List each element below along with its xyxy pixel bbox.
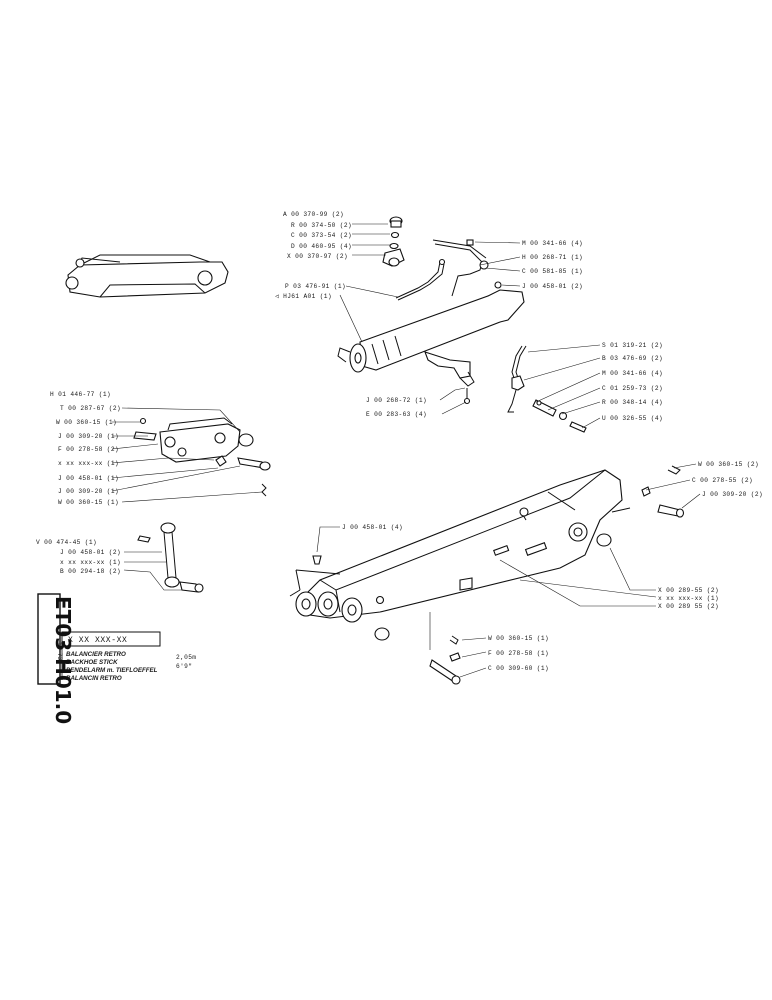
label-j-00-458-01-lever: J 00 458-01 (1): [58, 475, 119, 482]
rod-part-labels: V 00 474-45 (1) J 00 458-01 (2) x xx xxx…: [36, 539, 121, 575]
page-ref-code: ET03 H01.0: [51, 596, 75, 724]
label-a-00-370-99: A 00 370-99 (2): [283, 211, 344, 218]
label-hj61-a01: ◁ HJ61 A01 (1): [275, 293, 332, 300]
label-m-00-341-66-link: M 00 341-66 (4): [602, 370, 663, 377]
title-line-de: PENDELARM m. TIEFLOEFFEL: [66, 667, 158, 674]
label-j-00-309-20-lever: J 00 309-20 (1): [58, 488, 119, 495]
label-h-00-268-71: H 00 268-71 (1): [522, 254, 583, 261]
backhoe-stick-drawing: [289, 465, 685, 685]
triangle-marker-icon: ◁: [275, 293, 283, 300]
label-b-03-476-69: B 03 476-69 (2): [602, 355, 663, 362]
label-x-xx-xxx-xx: x xx xxx-xx (1): [58, 460, 119, 467]
label-e-00-283-63: E 00 283-63 (4): [366, 411, 427, 418]
link-rod-drawing: [507, 345, 587, 433]
label-w-00-360-15-stick-b: W 00 360-15 (1): [488, 635, 549, 642]
label-c-00-309-60: C 00 309-60 (1): [488, 665, 549, 672]
lever-part-labels: H 01 446-77 (1) T 00 287-67 (2) W 00 360…: [50, 391, 121, 506]
label-h-01-446-77: H 01 446-77 (1): [50, 391, 111, 398]
label-w-00-360-15: W 00 360-15 (1): [56, 419, 117, 426]
revision-date: 11-73: [56, 642, 63, 660]
label-u-00-326-55: U 00 326-55 (4): [602, 415, 663, 422]
stick-part-labels: J 00 458-01 (4) W 00 360-15 (2) C 00 278…: [342, 461, 763, 672]
label-j-00-309-20: J 00 309-20 (1): [58, 433, 119, 440]
size-imperial: 6'9": [176, 663, 192, 670]
page-reference: ET03 H01.0 11-73: [37, 593, 75, 724]
label-p-03-476-91: P 03 476-91 (1): [285, 283, 346, 290]
label-c-00-581-85: C 00 581-85 (1): [522, 268, 583, 275]
label-f-00-278-58-stick: F 00 278-58 (1): [488, 650, 549, 657]
rod-assembly-drawing: [137, 522, 204, 593]
title-line-es: BALANCIN RETRO: [66, 675, 122, 682]
label-c-00-373-54: C 00 373-54 (2): [291, 232, 352, 239]
assembly-part-number: X XX XXX-XX: [68, 636, 127, 645]
label-c-01-259-73: C 01 259-73 (2): [602, 385, 663, 392]
title-line-en: BACKHOE STICK: [66, 659, 118, 666]
label-j-00-458-01-rod: J 00 458-01 (2): [60, 549, 121, 556]
lever-leader-lines: [111, 407, 263, 503]
label-w-00-360-15-lever: W 00 360-15 (1): [58, 499, 119, 506]
cylinder-part-labels: A 00 370-99 (2) R 00 374-50 (2) C 00 373…: [275, 211, 583, 418]
boom-thumbnail-sketch: [65, 254, 229, 298]
label-v-00-474-45: V 00 474-45 (1): [36, 539, 97, 546]
label-x-00-289-55: X 00 289-55 (2): [658, 587, 719, 594]
label-x-00-289-55-b: X 00 289 55 (2): [658, 603, 719, 610]
link-leader-lines: [523, 344, 601, 429]
label-j-00-268-72: J 00 268-72 (1): [366, 397, 427, 404]
title-line-fr: BALANCIER RETRO: [66, 651, 126, 658]
label-w-00-360-15-stick: W 00 360-15 (2): [698, 461, 759, 468]
label-t-00-287-67: T 00 287-67 (2): [60, 405, 121, 412]
label-x-00-370-97: X 00 370-97 (2): [287, 253, 348, 260]
label-j-00-309-20-stick: J 00 309-20 (2): [702, 491, 763, 498]
label-j-00-458-01-stick: J 00 458-01 (4): [342, 524, 403, 531]
label-r-00-348-14: R 00 348-14 (4): [602, 399, 663, 406]
label-j-00-458-01: J 00 458-01 (2): [522, 283, 583, 290]
label-b-00-294-18: B 00 294-18 (2): [60, 568, 121, 575]
label-m-00-341-66: M 00 341-66 (4): [522, 240, 583, 247]
stick-leader-lines: [316, 463, 701, 678]
label-d-00-460-95: D 00 460-95 (4): [291, 243, 352, 250]
rod-leader-lines: [123, 551, 182, 591]
label-x-xx-xxx-xx-stick: x xx xxx-xx (1): [658, 595, 719, 602]
label-c-00-278-55: C 00 278-55 (2): [692, 477, 753, 484]
label-f-00-278-58: F 00 278-58 (2): [58, 446, 119, 453]
label-s-01-319-21: S 01 319-21 (2): [602, 342, 663, 349]
label-r-00-374-50: R 00 374-50 (2): [291, 222, 352, 229]
stick-cylinder-drawing: [337, 216, 525, 405]
title-block: X XX XXX-XX BALANCIER RETRO BACKHOE STIC…: [61, 631, 196, 682]
link-part-labels: S 01 319-21 (2) B 03 476-69 (2) M 00 341…: [602, 342, 663, 422]
cylinder-leader-lines: [339, 223, 521, 415]
lever-assembly-drawing: [133, 417, 271, 497]
label-x-xx-xxx-xx-rod: x xx xxx-xx (1): [60, 559, 121, 566]
size-metric: 2,05m: [176, 654, 196, 661]
